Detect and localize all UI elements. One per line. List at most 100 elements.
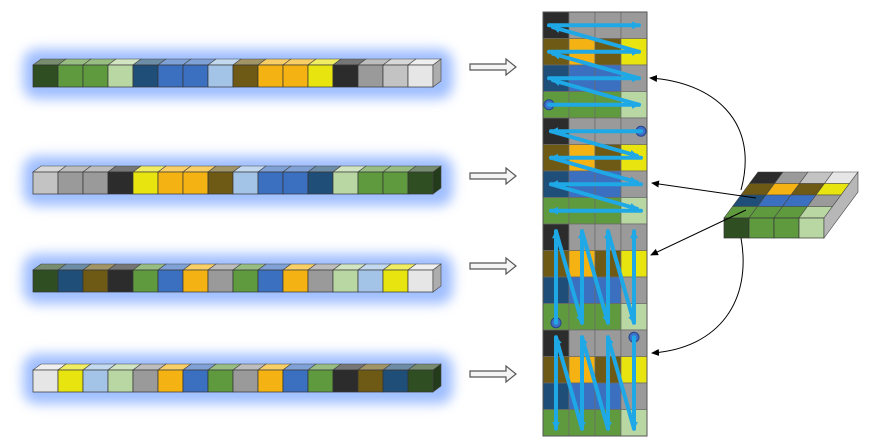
- strip-cell: [82, 171, 109, 195]
- scan-arrow: [580, 335, 610, 431]
- strip-cell: [257, 171, 284, 195]
- strip-cell: [257, 369, 284, 393]
- strip-cell: [57, 64, 84, 88]
- strip-cell: [132, 269, 159, 293]
- strip-cell: [182, 369, 209, 393]
- transform-arrow: [469, 364, 517, 384]
- strip-cell: [232, 171, 259, 195]
- mapping-arrows: [649, 74, 757, 356]
- strip-cell: [282, 171, 309, 195]
- scan-arrow: [549, 155, 639, 185]
- mapping-arrow-straight-upper: [651, 180, 757, 199]
- strip-4: [23, 354, 453, 404]
- strip-cell: [207, 171, 234, 195]
- strip-cell: [407, 269, 434, 293]
- scan-arrow: [551, 25, 641, 54]
- strip-cell: [82, 369, 109, 393]
- strip-cell: [132, 171, 159, 195]
- strip-cell: [357, 269, 384, 293]
- scan-arrow: [551, 78, 641, 107]
- strip-cell: [357, 171, 384, 195]
- block-front-cell: [748, 217, 775, 239]
- strip-cell: [182, 171, 209, 195]
- strip-cell: [32, 171, 59, 195]
- strip-cell: [207, 269, 234, 293]
- strip-cell: [232, 269, 259, 293]
- scan-arrow: [549, 182, 639, 211]
- strip-1: [23, 49, 453, 99]
- strip-cell: [357, 64, 384, 88]
- scan-arrow: [551, 51, 641, 81]
- strip-cell: [232, 64, 259, 88]
- mapping-arrow-curve-bottom: [651, 237, 744, 356]
- block-front-cell: [773, 217, 800, 239]
- block-front-cell: [798, 217, 825, 239]
- transform-arrows: [469, 57, 517, 384]
- strip-cell: [257, 269, 284, 293]
- strip-cell: [357, 369, 384, 393]
- strip-cell: [382, 369, 409, 393]
- scan-arrow: [554, 335, 584, 431]
- strip-cell: [107, 171, 134, 195]
- strip-cell: [82, 64, 109, 88]
- strip-cell: [382, 64, 409, 88]
- transform-arrow: [469, 166, 517, 186]
- strip-cell: [157, 369, 184, 393]
- strip-cell: [182, 64, 209, 88]
- strip-cell: [132, 64, 159, 88]
- strip-cell: [57, 171, 84, 195]
- strip-cell: [157, 171, 184, 195]
- block-front-cell: [723, 217, 750, 239]
- strip-2: [23, 156, 453, 206]
- scan-arrow: [606, 229, 636, 325]
- strip-cell: [332, 369, 359, 393]
- pixel-block: [723, 171, 859, 239]
- strip-cell: [282, 369, 309, 393]
- column-border: [542, 11, 648, 437]
- strip-cell: [232, 369, 259, 393]
- color-strips: [23, 49, 453, 404]
- strip-cell: [157, 64, 184, 88]
- strip-cell: [407, 369, 434, 393]
- strip-cell: [282, 64, 309, 88]
- strip-cell: [332, 171, 359, 195]
- strip-cell: [32, 369, 59, 393]
- strip-cell: [182, 269, 209, 293]
- strip-cell: [32, 64, 59, 88]
- strip-cell: [332, 64, 359, 88]
- scan-arrow: [606, 335, 636, 431]
- scan-paths: [543, 21, 647, 431]
- strip-cell: [282, 269, 309, 293]
- strip-cell: [332, 269, 359, 293]
- strip-3: [23, 254, 453, 304]
- strip-cell: [407, 171, 434, 195]
- strip-cell: [307, 369, 334, 393]
- scan-arrow: [580, 229, 610, 325]
- strip-cell: [382, 269, 409, 293]
- mapping-arrow-straight-lower: [650, 209, 747, 256]
- strip-cell: [207, 369, 234, 393]
- strip-cell: [107, 269, 134, 293]
- scan-arrow: [549, 129, 639, 158]
- strip-cell: [57, 269, 84, 293]
- strip-cell: [107, 64, 134, 88]
- transform-arrow: [469, 57, 517, 77]
- strip-end-face: [432, 58, 442, 88]
- strip-cell: [307, 171, 334, 195]
- transform-arrow: [469, 256, 517, 276]
- strip-cell: [107, 369, 134, 393]
- strip-end-face: [432, 363, 442, 393]
- strip-cell: [257, 64, 284, 88]
- strip-cell: [307, 64, 334, 88]
- strip-cell: [407, 64, 434, 88]
- strip-end-face: [432, 263, 442, 293]
- strip-cell: [32, 269, 59, 293]
- strip-cell: [82, 269, 109, 293]
- strip-cell: [307, 269, 334, 293]
- scan-arrow: [554, 229, 584, 325]
- block-side-face: [823, 171, 859, 239]
- strip-cell: [207, 64, 234, 88]
- mapping-arrow-curve-top: [649, 74, 746, 191]
- strip-cell: [157, 269, 184, 293]
